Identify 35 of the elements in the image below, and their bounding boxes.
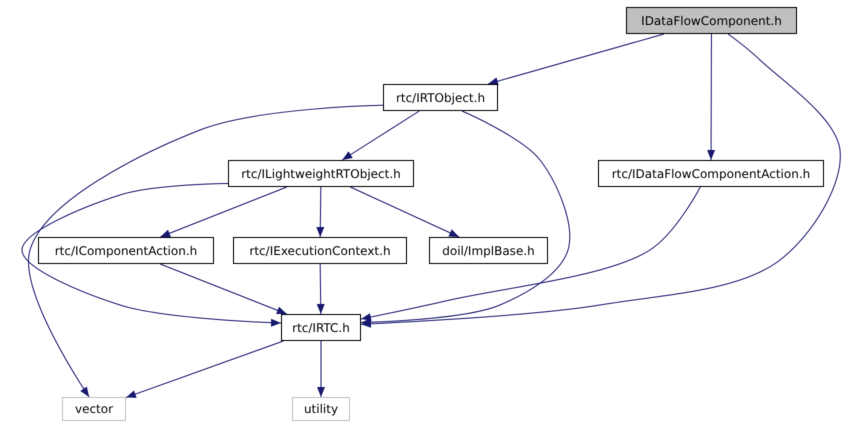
file-box	[281, 314, 361, 341]
file-box	[228, 160, 414, 187]
arrow	[317, 340, 325, 398]
file-name: rtc/IRTC.h	[292, 320, 350, 334]
file-box	[292, 397, 350, 421]
arrow	[342, 110, 420, 160]
arrow	[160, 186, 288, 238]
file-box	[38, 237, 214, 264]
file-box	[429, 237, 548, 264]
arrow	[360, 34, 841, 328]
file-box	[383, 84, 498, 111]
arrow	[707, 34, 716, 160]
file-box	[233, 237, 407, 264]
arrow	[488, 34, 664, 86]
file-name: rtc/IRTObject.h	[396, 90, 486, 104]
arrow	[160, 264, 288, 314]
file-name: vector	[74, 402, 114, 416]
file-name: rtc/IDataFlowComponentAction.h	[612, 166, 810, 180]
arrow	[22, 182, 282, 327]
file-name: IDataFlowComponent.h	[641, 14, 782, 28]
arrow	[316, 186, 324, 238]
arrow	[360, 110, 570, 326]
file-box	[62, 397, 126, 421]
file-box	[598, 160, 824, 187]
arrow	[28, 104, 384, 398]
arrow	[350, 186, 460, 238]
arrow	[126, 340, 284, 398]
arrow	[360, 186, 701, 321]
file-name: doil/ImplBase.h	[442, 244, 535, 258]
file-box	[626, 7, 797, 34]
file-name: utility	[304, 402, 338, 416]
file-name: rtc/ILightweightRTObject.h	[241, 166, 401, 180]
file-name: rtc/IExecutionContext.h	[249, 244, 391, 258]
arrow	[316, 264, 325, 314]
file-name: rtc/IComponentAction.h	[54, 244, 198, 258]
